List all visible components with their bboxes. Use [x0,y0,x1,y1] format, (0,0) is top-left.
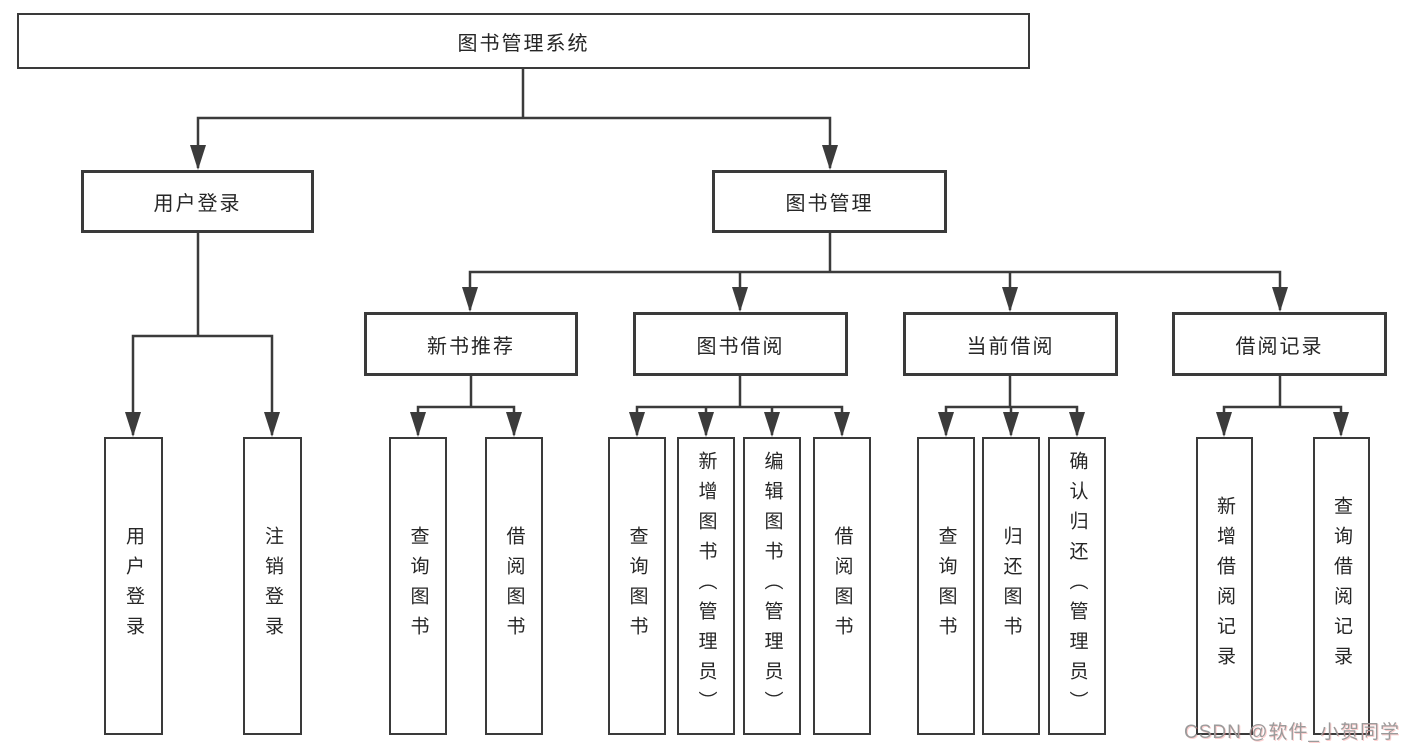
node-label: 图书管理系统 [457,32,590,55]
node-label: 新增借阅记录 [1214,496,1235,676]
node-label: 新书推荐 [427,335,515,358]
node-label: 借阅记录 [1235,335,1324,358]
node-label: 当前借阅 [966,335,1055,358]
node-label: 用户登录 [153,193,242,215]
node-borrow-records: 借阅记录 [1172,312,1387,376]
leaf-query-books-current: 查询图书 [917,437,975,735]
leaf-query-books-recommend: 查询图书 [389,437,447,735]
node-label: 查询图书 [626,526,648,646]
leaf-borrow-books: 借阅图书 [813,437,871,735]
node-label: 借阅图书 [831,526,853,646]
leaf-add-borrow-record: 新增借阅记录 [1196,437,1253,735]
node-user-login: 用户登录 [81,170,314,233]
node-new-book-recommend: 新书推荐 [364,312,578,376]
node-label: 用户登录 [123,526,144,646]
leaf-logout: 注销登录 [243,437,302,735]
leaf-return-book: 归还图书 [982,437,1040,735]
node-label: 归还图书 [1000,526,1022,646]
leaf-user-login: 用户登录 [104,437,163,735]
leaf-borrow-books-recommend: 借阅图书 [485,437,543,735]
node-label: 查询图书 [407,526,429,646]
leaf-query-borrow-record: 查询借阅记录 [1313,437,1370,735]
node-label: 图书借阅 [696,335,785,358]
node-label: 确认归还（管理员） [1066,451,1088,721]
node-book-management: 图书管理 [712,170,947,233]
leaf-query-books-borrow: 查询图书 [608,437,666,735]
leaf-add-book-admin: 新增图书（管理员） [677,437,735,735]
node-label: 注销登录 [262,526,283,646]
node-label: 新增图书（管理员） [695,451,717,721]
node-label: 编辑图书（管理员） [761,451,783,721]
node-current-borrow: 当前借阅 [903,312,1118,376]
node-book-borrow: 图书借阅 [633,312,848,376]
node-label: 查询图书 [935,526,957,646]
node-label: 图书管理 [785,193,874,215]
watermark: CSDN @软件_小贺同学 [1184,722,1400,743]
node-library-management-system: 图书管理系统 [17,13,1030,69]
node-label: 借阅图书 [503,526,525,646]
leaf-edit-book-admin: 编辑图书（管理员） [743,437,801,735]
leaf-confirm-return-admin: 确认归还（管理员） [1048,437,1106,735]
node-label: 查询借阅记录 [1331,496,1352,676]
